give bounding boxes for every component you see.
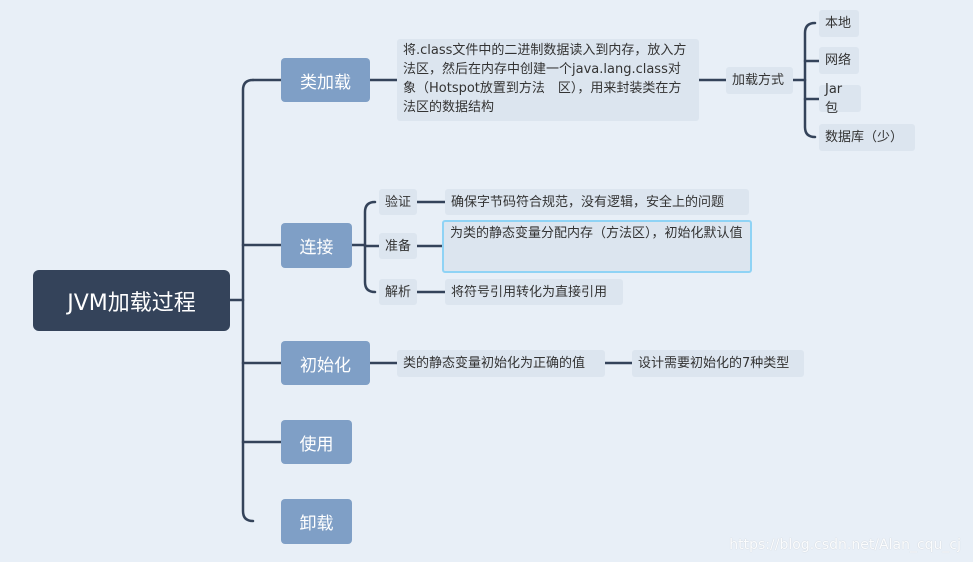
loading-mode-local-label: 本地 bbox=[825, 16, 852, 31]
linking-step-verify-description-text: 确保字节码符合规范，没有逻辑，安全上的问题 bbox=[451, 194, 725, 210]
linking-step-resolve-label: 解析 bbox=[385, 284, 412, 300]
loading-mode-node[interactable]: 加载方式 bbox=[726, 67, 793, 94]
branch-class-loading-label: 类加载 bbox=[300, 72, 351, 93]
initialization-detail[interactable]: 设计需要初始化的7种类型 bbox=[632, 350, 804, 377]
loading-mode-network-label: 网络 bbox=[825, 53, 852, 68]
linking-step-verify-description[interactable]: 确保字节码符合规范，没有逻辑，安全上的问题 bbox=[445, 189, 749, 215]
watermark-text: https://blog.csdn.net/Alan_cqu_cj bbox=[729, 537, 961, 553]
class-loading-description-text: 将.class文件中的二进制数据读入到内存，放入方法区，然后在内存中创建一个ja… bbox=[403, 43, 687, 115]
linking-step-prepare-label: 准备 bbox=[385, 238, 412, 254]
linking-step-prepare[interactable]: 准备 bbox=[379, 233, 417, 259]
branch-initialization[interactable]: 初始化 bbox=[281, 341, 370, 385]
loading-mode-database-label: 数据库（少） bbox=[825, 130, 904, 145]
initialization-description[interactable]: 类的静态变量初始化为正确的值 bbox=[397, 350, 605, 377]
loading-mode-local[interactable]: 本地 bbox=[819, 10, 859, 37]
loading-mode-database[interactable]: 数据库（少） bbox=[819, 124, 915, 151]
branch-linking-label: 连接 bbox=[299, 238, 334, 258]
root-label: JVM加载过程 bbox=[67, 290, 196, 316]
linking-step-resolve-description-text: 将符号引用转化为直接引用 bbox=[451, 284, 608, 300]
loading-mode-network[interactable]: 网络 bbox=[819, 47, 859, 74]
branch-usage-label: 使用 bbox=[299, 434, 334, 455]
class-loading-description[interactable]: 将.class文件中的二进制数据读入到内存，放入方法区，然后在内存中创建一个ja… bbox=[397, 39, 699, 121]
root-node[interactable]: JVM加载过程 bbox=[33, 270, 230, 331]
loading-mode-jar-label: Jar包 bbox=[825, 81, 843, 116]
initialization-detail-text: 设计需要初始化的7种类型 bbox=[638, 356, 790, 371]
loading-mode-label: 加载方式 bbox=[732, 73, 785, 88]
loading-mode-jar[interactable]: Jar包 bbox=[819, 82, 861, 116]
branch-unloading[interactable]: 卸载 bbox=[281, 499, 352, 544]
branch-class-loading[interactable]: 类加载 bbox=[281, 58, 370, 102]
linking-step-resolve[interactable]: 解析 bbox=[379, 279, 417, 305]
branch-usage[interactable]: 使用 bbox=[281, 420, 352, 464]
linking-step-prepare-description-text: 为类的静态变量分配内存（方法区），初始化默认值 bbox=[450, 226, 743, 241]
linking-step-verify[interactable]: 验证 bbox=[379, 189, 417, 215]
initialization-description-text: 类的静态变量初始化为正确的值 bbox=[403, 356, 586, 371]
linking-step-prepare-description[interactable]: 为类的静态变量分配内存（方法区），初始化默认值 bbox=[442, 220, 752, 273]
branch-initialization-label: 初始化 bbox=[300, 355, 351, 376]
linking-step-verify-label: 验证 bbox=[385, 194, 412, 210]
linking-step-resolve-description[interactable]: 将符号引用转化为直接引用 bbox=[445, 279, 623, 305]
branch-linking[interactable]: 连接 bbox=[281, 223, 352, 268]
branch-unloading-label: 卸载 bbox=[299, 514, 334, 534]
